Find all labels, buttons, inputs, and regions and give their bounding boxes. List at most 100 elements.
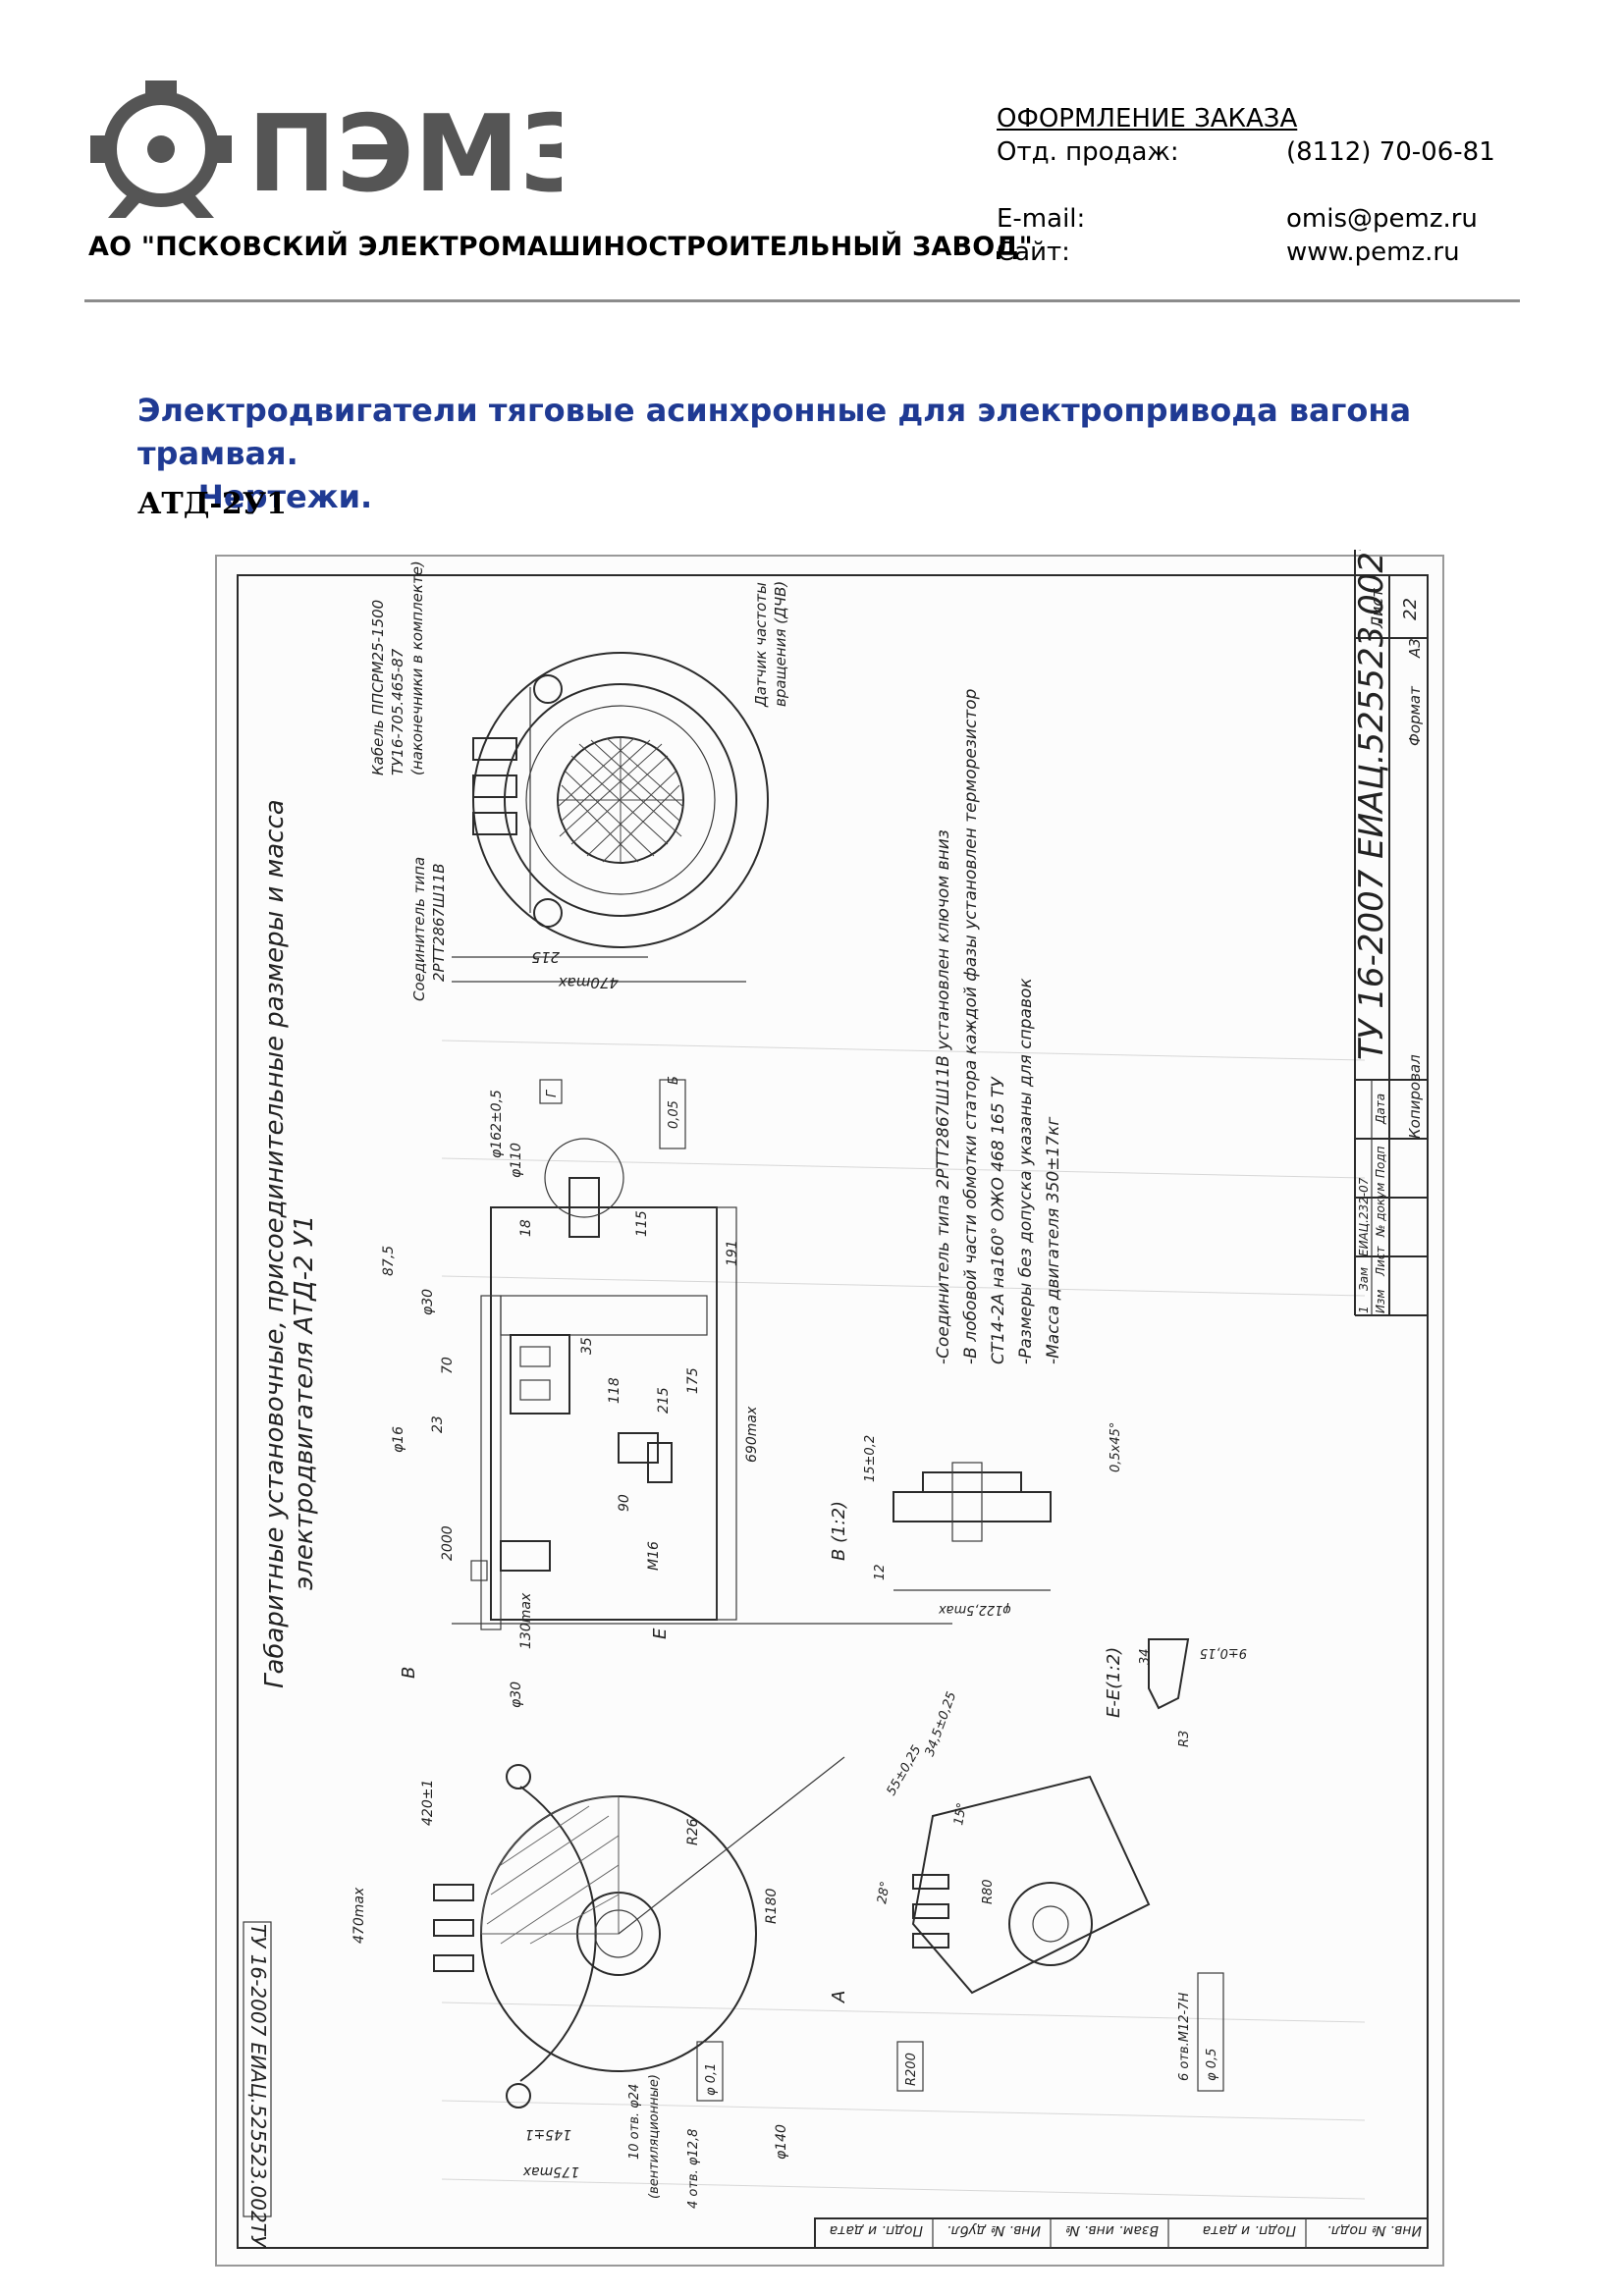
dim-115: 115 bbox=[634, 1210, 650, 1237]
stamp-date: Дата bbox=[1374, 1094, 1387, 1125]
note-3: СТ14-2А на160° ОЖО 468 165 ТУ bbox=[989, 1076, 1008, 1364]
dim-9: 9±0,15 bbox=[1200, 1645, 1247, 1660]
dim-2000: 2000 bbox=[440, 1525, 456, 1561]
dim-a-r200: R200 bbox=[904, 2053, 919, 2086]
email-label: E-mail: bbox=[997, 204, 1086, 234]
dim-690max: 690max bbox=[744, 1406, 760, 1463]
dim-118: 118 bbox=[607, 1377, 622, 1404]
stamp-izm: Изм bbox=[1374, 1290, 1387, 1313]
dim-front-420: 420±1 bbox=[420, 1780, 436, 1826]
stamp-rev-type: Зам bbox=[1357, 1267, 1371, 1291]
end-view: 215 470max Кабель ППСРМ25-1500 ТУ16-705.… bbox=[369, 561, 789, 1001]
dim-a-thread-holes: 6 отв.М12-7Н bbox=[1177, 1993, 1192, 2081]
dim-front-tolerance: φ 0,1 bbox=[704, 2063, 719, 2096]
dim-front-4-holes: 4 отв. φ12,8 bbox=[686, 2129, 701, 2209]
tolerance-005: 0,05 bbox=[667, 1100, 681, 1129]
dim-87-5: 87,5 bbox=[381, 1246, 397, 1276]
strip-orig: Инв. № подл. bbox=[1326, 2222, 1422, 2238]
revision-stamp: Изм Лист № докум Подп Дата 1 Зам ЕИАЦ.23… bbox=[1357, 1094, 1387, 1313]
dim-front-470: 470max bbox=[352, 1887, 367, 1944]
strip-sign-date-2: Подп. и дата bbox=[1203, 2222, 1296, 2238]
dim-175: 175 bbox=[685, 1367, 701, 1394]
dim-90: 90 bbox=[617, 1494, 632, 1512]
dim-a-15deg: 15° bbox=[951, 1801, 970, 1826]
stamp-rev-number: 1 bbox=[1357, 1306, 1371, 1313]
dim-215-top: 215 bbox=[531, 948, 560, 966]
dim-phi16: φ16 bbox=[391, 1426, 406, 1453]
strip-dup: Инв. № дубл. bbox=[947, 2222, 1041, 2238]
order-title[interactable]: ОФОРМЛЕНИЕ ЗАКАЗА bbox=[997, 104, 1298, 133]
dim-front-phi30: φ30 bbox=[509, 1682, 524, 1708]
label-cable-2: ТУ16-705.465-87 bbox=[389, 648, 406, 775]
stamp-list: Лист bbox=[1374, 1246, 1387, 1277]
dim-34: 34 bbox=[1138, 1648, 1153, 1665]
notes: -Соединитель типа 2РТТ2867Ш11В установле… bbox=[934, 688, 1063, 1364]
technical-drawing: Лист 22 ТУ 16-2007 ЕИАЦ.525523.002ТУ Фор… bbox=[215, 550, 1444, 2267]
contact-block: ОФОРМЛЕНИЕ ЗАКАЗА Отд. продаж: (8112) 70… bbox=[997, 102, 1495, 269]
dim-phi30: φ30 bbox=[420, 1289, 436, 1315]
format-value: А3 bbox=[1406, 638, 1424, 659]
note-5: -Масса двигателя 350±17кг bbox=[1044, 1117, 1063, 1364]
dim-470max-top: 470max bbox=[559, 974, 619, 991]
label-e-section: Е bbox=[650, 1628, 671, 1639]
dim-m16: М16 bbox=[646, 1541, 662, 1571]
label-cable: Кабель ППСРМ25-1500 bbox=[369, 600, 387, 775]
dim-front-vent-note: (вентиляционные) bbox=[647, 2074, 662, 2199]
note-2: -В лобовой части обмотки статора каждой … bbox=[961, 688, 981, 1364]
label-sensor-2: вращения (ДЧВ) bbox=[772, 581, 789, 707]
dim-130max: 130max bbox=[518, 1592, 534, 1649]
document-title: Электродвигатели тяговые асинхронные для… bbox=[137, 389, 1532, 518]
stamp-doc: № докум bbox=[1374, 1183, 1387, 1238]
dim-front-145: 145±1 bbox=[525, 2126, 571, 2142]
dim-front-r180: R180 bbox=[764, 1888, 780, 1924]
dim-phi162: φ162±0,5 bbox=[489, 1090, 505, 1158]
dim-15: 15±0,2 bbox=[863, 1435, 878, 1482]
logo-text: ПЭМЗ bbox=[247, 93, 562, 216]
dim-front-phi140: φ140 bbox=[774, 2124, 789, 2160]
doc-code: ТУ 16-2007 ЕИАЦ.525523.002ТУ bbox=[1352, 550, 1391, 1060]
email-value[interactable]: omis@pemz.ru bbox=[1286, 204, 1478, 234]
company-name: АО "ПСКОВСКИЙ ЭЛЕКТРОМАШИНОСТРОИТЕЛЬНЫЙ … bbox=[88, 232, 1033, 262]
stamp-sign: Подп bbox=[1374, 1146, 1387, 1178]
label-b-section: В bbox=[399, 1667, 419, 1679]
side-view: 690max 191 175 215 118 35 130max 2000 87… bbox=[381, 1076, 952, 1649]
label-sensor: Датчик частоты bbox=[752, 582, 770, 708]
site-row: Сайт: www.pemz.ru bbox=[997, 236, 1495, 269]
dim-phi110: φ110 bbox=[509, 1143, 524, 1178]
dim-191: 191 bbox=[725, 1240, 740, 1266]
dim-chamfer: 0,5x45° bbox=[1109, 1422, 1123, 1472]
note-1: -Соединитель типа 2РТТ2867Ш11В установле… bbox=[934, 829, 953, 1364]
dim-phi122: φ122,5max bbox=[939, 1602, 1011, 1617]
strip-replace: Взам. инв. № bbox=[1065, 2222, 1159, 2238]
detail-b: В (1:2) 15±0,2 12 φ122,5max 0,5x45° bbox=[829, 1422, 1123, 1617]
sheet-number: 22 bbox=[1400, 598, 1421, 620]
dim-front-r26: R26 bbox=[685, 1818, 701, 1845]
note-4: -Размеры без допуска указаны для справок bbox=[1016, 978, 1036, 1364]
dim-23: 23 bbox=[430, 1415, 446, 1433]
gear-logo-icon bbox=[90, 80, 232, 218]
header-divider bbox=[84, 299, 1520, 302]
drawing-subtitle: электродвигателя АТД-2 У1 bbox=[290, 1215, 319, 1590]
label-cable-3: (наконечники в комплекте) bbox=[408, 561, 426, 775]
dim-215-side: 215 bbox=[656, 1387, 672, 1414]
dim-70: 70 bbox=[440, 1357, 456, 1374]
sheet-label: Лист bbox=[1368, 588, 1386, 629]
background-guides bbox=[441, 1040, 1366, 2200]
site-label: Сайт: bbox=[997, 238, 1070, 267]
document-title-line2: Чертежи. bbox=[198, 478, 373, 515]
dim-front-175: 175max bbox=[522, 2163, 579, 2179]
dim-a-tolerance: φ 0,5 bbox=[1205, 2049, 1219, 2081]
site-value[interactable]: www.pemz.ru bbox=[1286, 238, 1460, 267]
detail-e: Е-Е(1:2) 34 R3 9±0,15 bbox=[1104, 1638, 1247, 1747]
drawing-title: Габаритные установочные, присоединительн… bbox=[260, 799, 290, 1688]
dim-35: 35 bbox=[579, 1337, 595, 1355]
dim-front-vent-holes: 10 отв. φ24 bbox=[627, 2084, 642, 2160]
document-title-line1: Электродвигатели тяговые асинхронные для… bbox=[137, 392, 1412, 472]
company-logo: ПЭМЗ bbox=[90, 80, 562, 218]
label-connector-2: 2РТТ2867Ш11В bbox=[430, 863, 448, 982]
stamp-rev-doc: ЕИАЦ.232-07 bbox=[1357, 1177, 1371, 1256]
detail-e-title: Е-Е(1:2) bbox=[1104, 1647, 1124, 1718]
label-connector: Соединитель типа bbox=[410, 857, 428, 1001]
dim-12: 12 bbox=[873, 1564, 888, 1580]
email-row: E-mail: omis@pemz.ru bbox=[997, 202, 1495, 236]
